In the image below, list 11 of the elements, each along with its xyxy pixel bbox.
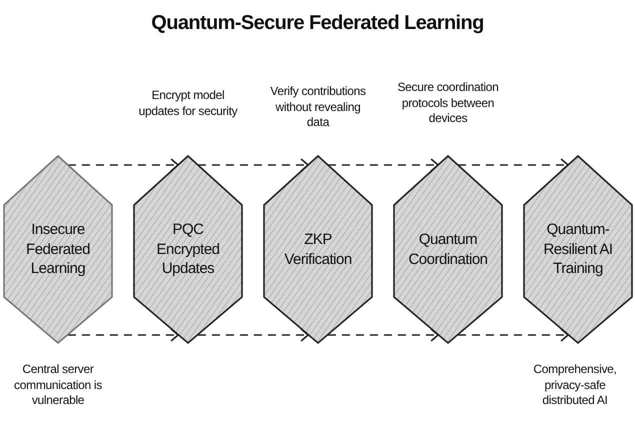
node-label: Insecure Federated Learning (25, 220, 91, 279)
annotation-text: Verify contributions without revealing data (269, 84, 367, 131)
annotation-text: Secure coordination protocols between devices (396, 80, 500, 127)
annotation-text: Encrypt model updates for security (138, 88, 238, 120)
node-label: ZKP Verification (283, 230, 353, 269)
node-label: Quantum-Resilient AI Training (542, 220, 614, 279)
node-label: PQC Encrypted Updates (155, 220, 221, 279)
node-label: Quantum Coordination (408, 230, 488, 269)
diagram-title: Quantum-Secure Federated Learning (150, 12, 485, 35)
annotation-text: Central server communication is vulnerable (13, 362, 103, 409)
annotation-text: Comprehensive, privacy-safe distributed AI (532, 362, 618, 409)
